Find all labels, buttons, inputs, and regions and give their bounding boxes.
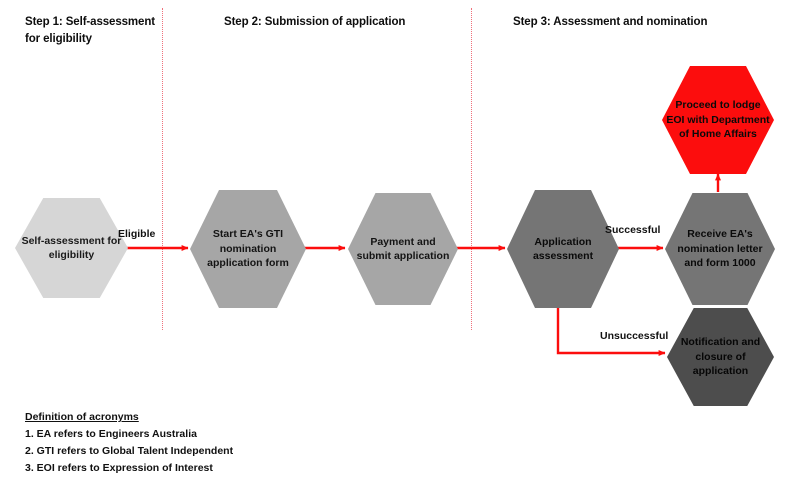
acronym-legend-item: 3. EOI refers to Expression of Interest bbox=[25, 462, 213, 474]
acronym-legend: Definition of acronyms 1. EA refers to E… bbox=[25, 409, 233, 477]
acronym-legend-item: 1. EA refers to Engineers Australia bbox=[25, 428, 197, 440]
edge-label-unsuccessful: Unsuccessful bbox=[600, 330, 669, 342]
node-notification-closure-label: Notification and closure of application bbox=[680, 336, 761, 378]
section-divider-1 bbox=[162, 8, 163, 330]
acronym-legend-list: 1. EA refers to Engineers Australia 2. G… bbox=[25, 426, 233, 477]
edge-label-eligible: Eligible bbox=[118, 228, 156, 240]
node-payment-label: Payment and submit application bbox=[356, 235, 450, 262]
node-proceed-lodge-eoi-label: Proceed to lodge EOI with Department of … bbox=[666, 99, 770, 141]
node-self-assessment[interactable]: Self-assessment for eligibility bbox=[15, 198, 128, 298]
node-receive-nomination-letter-label: Receive EA's nomination letter and form … bbox=[677, 228, 763, 270]
node-payment[interactable]: Payment and submit application bbox=[348, 193, 458, 305]
node-notification-closure[interactable]: Notification and closure of application bbox=[667, 308, 774, 406]
node-receive-nomination-letter[interactable]: Receive EA's nomination letter and form … bbox=[665, 193, 775, 305]
node-start-form[interactable]: Start EA's GTI nomination application fo… bbox=[190, 190, 306, 308]
section-divider-2 bbox=[471, 8, 472, 330]
acronym-legend-title: Definition of acronyms bbox=[25, 411, 139, 423]
node-application-assessment-label: Application assessment bbox=[532, 235, 594, 262]
node-start-form-label: Start EA's GTI nomination application fo… bbox=[207, 228, 289, 270]
edge-label-successful: Successful bbox=[605, 224, 661, 236]
node-proceed-lodge-eoi[interactable]: Proceed to lodge EOI with Department of … bbox=[662, 66, 774, 174]
node-self-assessment-label: Self-assessment for eligibility bbox=[21, 234, 122, 261]
step-3-title: Step 3: Assessment and nomination bbox=[513, 16, 708, 28]
node-application-assessment[interactable]: Application assessment bbox=[507, 190, 619, 308]
step-2-title: Step 2: Submission of application bbox=[224, 16, 406, 28]
acronym-legend-item: 2. GTI refers to Global Talent Independe… bbox=[25, 445, 234, 457]
step-1-title: Step 1: Self-assessment for eligibility bbox=[25, 16, 156, 45]
